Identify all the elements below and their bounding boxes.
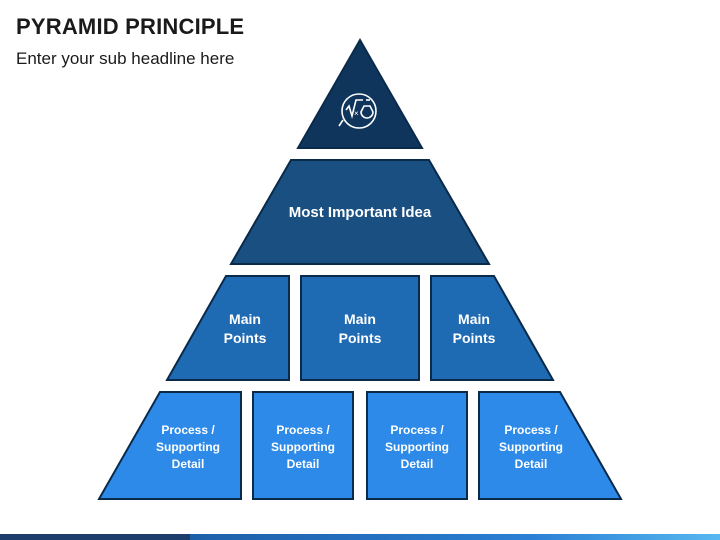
detail-block-4 [478, 391, 623, 500]
detail-block-2 [252, 391, 354, 500]
detail-label-2b: Supporting [271, 440, 335, 454]
svg-text:×: × [354, 109, 359, 118]
footer-accent-bar [0, 534, 720, 540]
detail-label-2c: Detail [287, 457, 320, 471]
main-points-label-2a: Main [344, 311, 376, 327]
main-points-label-3a: Main [458, 311, 490, 327]
main-points-block-1 [165, 275, 290, 381]
page-subtitle: Enter your sub headline here [16, 49, 235, 68]
main-points-label-1a: Main [229, 311, 261, 327]
detail-label-4a: Process / [504, 423, 558, 437]
main-points-block-2 [300, 275, 420, 381]
main-points-label-3b: Points [453, 330, 496, 346]
detail-block-1 [97, 391, 242, 500]
detail-label-4b: Supporting [499, 440, 563, 454]
detail-label-3b: Supporting [385, 440, 449, 454]
main-points-label-1b: Points [224, 330, 267, 346]
detail-label-1b: Supporting [156, 440, 220, 454]
detail-block-3 [366, 391, 468, 500]
detail-label-3c: Detail [401, 457, 434, 471]
main-points-label-2b: Points [339, 330, 382, 346]
main-points-block-3 [430, 275, 555, 381]
detail-label-1a: Process / [161, 423, 215, 437]
tier-1-label: Most Important Idea [289, 204, 432, 221]
detail-label-2a: Process / [276, 423, 330, 437]
detail-label-3a: Process / [390, 423, 444, 437]
tier-most-important-idea [229, 159, 491, 265]
footer-segment-dark [0, 534, 190, 540]
footer-segment-mid [190, 534, 530, 540]
math-science-icon: × [338, 93, 377, 129]
page-title: PYRAMID PRINCIPLE [16, 14, 245, 39]
detail-label-4c: Detail [515, 457, 548, 471]
detail-label-1c: Detail [172, 457, 205, 471]
footer-segment-light [530, 534, 720, 540]
